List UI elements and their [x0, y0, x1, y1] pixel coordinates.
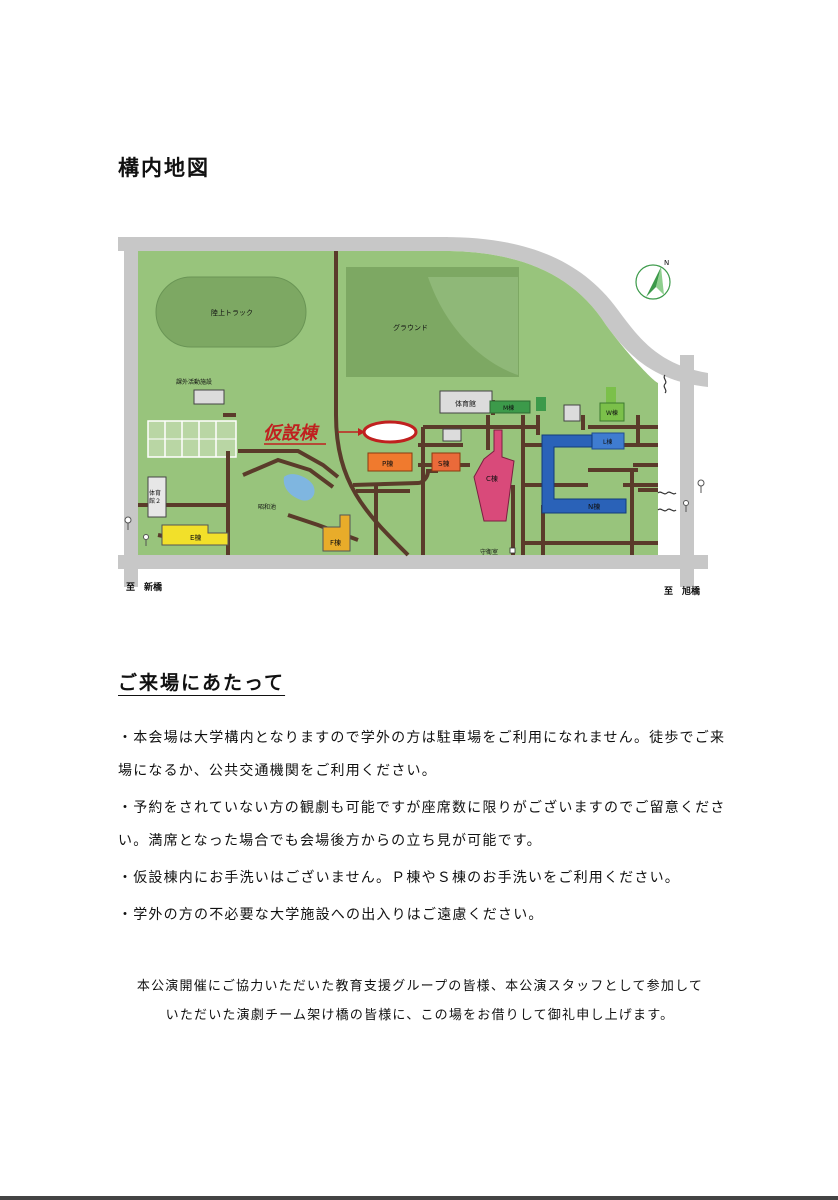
outer-roads — [118, 237, 708, 587]
m-building: M棟 — [489, 397, 546, 414]
l-building-label: L棟 — [603, 438, 612, 446]
thanks-line: 本公演開催にご協力いただいた教育支援グループの皆様、本公演スタッフとして参加して — [136, 979, 704, 994]
pond — [283, 474, 315, 501]
e-building-label: E棟 — [190, 533, 201, 542]
kasetsu-label: 仮設棟 — [263, 423, 320, 444]
w-building-label: W棟 — [606, 409, 618, 417]
w-building: W棟 — [599, 387, 625, 422]
gym2-building: 体育館２ — [147, 476, 167, 518]
note-item: ・予約をされていない方の観劇も可能ですが座席数に限りがございますのでご留意くださ… — [118, 800, 726, 849]
s-building-label: S棟 — [438, 459, 449, 468]
guardhouse-icon — [509, 547, 516, 554]
north-label: N — [664, 259, 669, 267]
ground-label: グラウンド — [393, 323, 428, 332]
page-title: 構内地図 — [118, 156, 210, 180]
east-road — [680, 355, 694, 587]
e-building: E棟 — [161, 524, 229, 546]
f-building: F棟 — [322, 514, 351, 552]
kasetsu-building — [362, 420, 418, 444]
p-building: P棟 — [367, 452, 413, 472]
m-building-label: M棟 — [503, 404, 514, 412]
p-building-label: P棟 — [382, 459, 393, 468]
track: 陸上トラック — [155, 276, 307, 348]
notes-list: ・本会場は大学構内となりますので学外の方は駐車場をご利用になれません。徒歩でご来… — [118, 722, 728, 936]
dest-left-label: 至 新橋 — [126, 581, 163, 593]
note-item: ・学外の方の不必要な大学施設への出入りはご遠慮ください。 — [118, 907, 544, 923]
road-break-icon — [657, 374, 677, 512]
s-building: S棟 — [431, 452, 461, 472]
south-road — [118, 555, 708, 569]
north-curve-road — [443, 237, 708, 387]
n-building-label: N棟 — [588, 502, 600, 511]
note-item: ・本会場は大学構内となりますので学外の方は駐車場をご利用になれません。徒歩でご来… — [118, 730, 726, 779]
note-item: ・仮設棟内にお手洗いはございません。Ｐ棟やＳ棟のお手洗いをご利用ください。 — [118, 870, 680, 886]
c-building-label: C棟 — [486, 474, 498, 483]
gym2-label: 体育館２ — [149, 489, 161, 505]
campus-paths — [138, 251, 658, 557]
c-building: C棟 — [473, 429, 515, 522]
campus-map: 陸上トラック グラウンド — [118, 215, 718, 600]
thanks-line: いただいた演劇チーム架け橋の皆様に、この場をお借りして御礼申し上げます。 — [165, 1008, 675, 1023]
guardhouse-label: 守衛室 — [480, 548, 498, 556]
pond-label: 昭和池 — [258, 503, 276, 511]
track-label: 陸上トラック — [211, 308, 253, 317]
bus-stop-icon — [124, 479, 705, 546]
gym-label: 体育館 — [455, 399, 476, 408]
north-road — [118, 237, 448, 251]
ground-field: グラウンド — [346, 267, 519, 377]
f-building-label: F棟 — [330, 538, 341, 547]
kasetsu-marker: 仮設棟 — [263, 420, 418, 445]
north-arrow-icon: N — [635, 259, 671, 300]
outdoor-facility-label: 課外活動施設 — [176, 378, 212, 386]
annex-block — [563, 404, 581, 422]
tennis-courts — [147, 420, 237, 458]
section-heading: ご来場にあたって — [118, 672, 286, 694]
l-building: L棟 — [591, 432, 625, 450]
outdoor-facility: 課外活動施設 — [176, 378, 225, 405]
dest-right-label: 至 旭橋 — [664, 585, 701, 597]
guardhouse: 守衛室 — [480, 547, 516, 556]
annex-block — [442, 428, 462, 442]
gym-building: 体育館 — [439, 390, 493, 414]
thanks-message: 本公演開催にご協力いただいた教育支援グループの皆様、本公演スタッフとして参加して… — [100, 972, 740, 1030]
n-building: N棟 — [541, 434, 627, 514]
page-bottom-border — [0, 1196, 838, 1200]
west-road — [124, 237, 138, 587]
